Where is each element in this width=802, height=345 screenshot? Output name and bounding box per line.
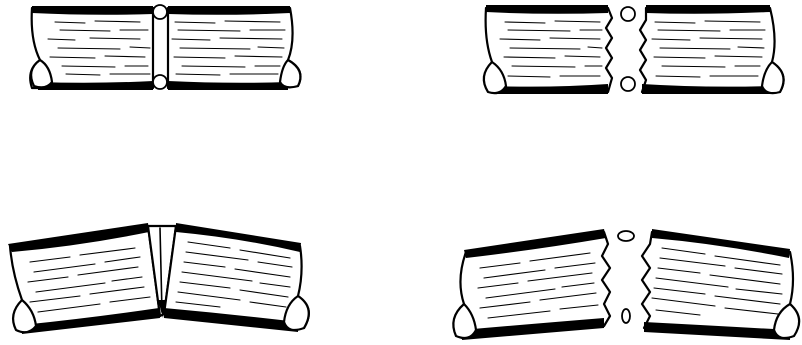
panel-a-wire-top [153,5,167,19]
panel-b-right-segment [640,5,784,94]
panel-c [8,223,309,334]
panel-a-left-segment [30,6,153,90]
panel-a [30,5,300,90]
panel-d [453,229,799,340]
panel-d-right-segment [642,229,799,340]
panel-d-left-segment [453,229,610,340]
panel-b-wire-bottom [621,77,635,91]
panel-d-wire-top [618,231,634,241]
panel-a-wire-bottom [153,75,167,89]
panel-c-right-segment [164,223,309,332]
panel-b-left-segment [484,5,612,94]
panel-b [484,5,784,94]
panel-b-wire-top [621,7,635,21]
panel-a-right-segment [168,6,300,90]
panel-c-left-segment [8,223,160,334]
panel-d-wire-bottom [622,309,630,323]
